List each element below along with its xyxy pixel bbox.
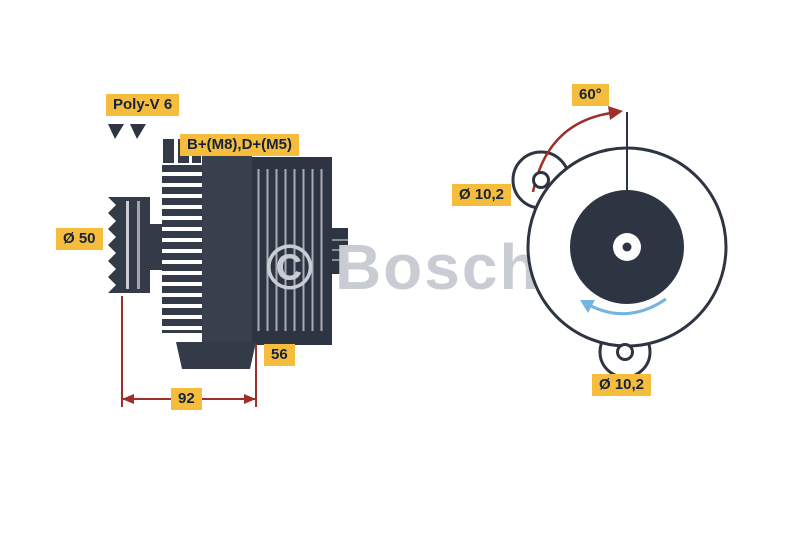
belt-arrow-left <box>108 124 124 139</box>
dimension-lines-92 <box>121 296 257 407</box>
bosch-watermark: © Bosch <box>266 231 541 303</box>
front-view-group <box>511 106 728 379</box>
label-mounting-length: 92 <box>171 388 202 410</box>
rotation-direction-arrow-icon <box>588 297 667 316</box>
label-hole-bottom: Ø 10,2 <box>592 374 652 396</box>
dimension-arrow-left <box>122 394 134 404</box>
mounting-hole-top <box>532 171 550 189</box>
belt-arrows-icon <box>108 124 146 139</box>
label-pulley-diameter: Ø 50 <box>56 228 103 250</box>
dimension-arrow-right <box>244 394 256 404</box>
angle-arc-arrowhead <box>608 106 623 120</box>
rear-housing-vents <box>256 169 328 331</box>
end-cap <box>332 228 348 274</box>
side-view-group <box>108 124 348 407</box>
pulley-groove-highlight <box>126 201 129 289</box>
center-housing <box>202 150 252 342</box>
label-angle: 60° <box>572 84 609 106</box>
mounting-hole-bottom <box>616 343 634 361</box>
label-hole-top: Ø 10,2 <box>452 184 512 206</box>
belt-arrow-right <box>130 124 146 139</box>
terminal-stud <box>163 139 174 164</box>
shaft-center-dot <box>622 242 632 252</box>
stator-fins <box>162 163 202 333</box>
pulley-groove-highlight-2 <box>137 201 140 289</box>
pulley-shaft <box>148 224 162 270</box>
mounting-foot <box>176 342 256 369</box>
label-foot-width: 56 <box>264 344 295 366</box>
label-terminals: B+(M8),D+(M5) <box>180 134 300 156</box>
rotation-arrowhead <box>580 300 595 313</box>
label-belt-type: Poly-V 6 <box>106 94 180 116</box>
